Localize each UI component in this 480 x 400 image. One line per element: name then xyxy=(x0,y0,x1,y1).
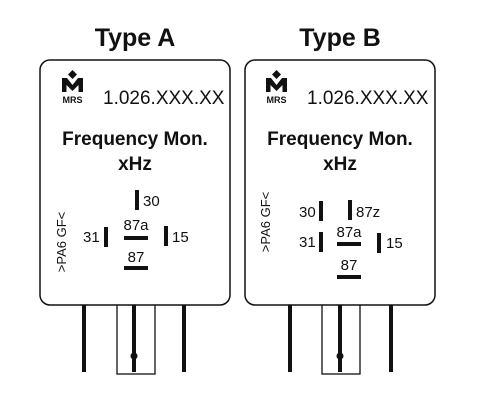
material-label: >PA6 GF< xyxy=(258,192,273,252)
mrs-logo-icon: MRS xyxy=(266,70,287,105)
function-line-2: xHz xyxy=(323,154,357,175)
pin-87-label: 87 xyxy=(128,249,145,266)
pin-layout: 30 31 87a 15 87 xyxy=(83,190,189,270)
pin-15-mark xyxy=(377,233,381,253)
pin-87-mark xyxy=(124,266,148,270)
relay-title: Type A xyxy=(95,24,176,52)
pin-87a-mark xyxy=(124,236,148,240)
pin-15-label: 15 xyxy=(172,229,189,246)
pin-layout: 30 87z 31 87a 15 87 xyxy=(299,200,403,279)
part-number: 1.026.XXX.XX xyxy=(307,88,429,109)
part-number: 1.026.XXX.XX xyxy=(103,88,225,109)
pin-87-label: 87 xyxy=(341,257,358,274)
pin-87z-mark xyxy=(348,200,352,220)
pin-87a-mark xyxy=(337,242,361,246)
function-line-1: Frequency Mon. xyxy=(62,129,208,150)
pin-30-label: 30 xyxy=(143,193,160,210)
terminal-pins xyxy=(288,301,393,375)
pin-30-mark xyxy=(319,201,323,221)
logo-text: MRS xyxy=(267,95,287,105)
pin-87-mark xyxy=(337,275,361,279)
pin-30-mark xyxy=(135,190,139,210)
pin-31-label: 31 xyxy=(83,229,100,246)
material-label: >PA6 GF< xyxy=(54,212,69,272)
function-line-2: xHz xyxy=(118,154,152,175)
terminal-pins xyxy=(82,301,186,375)
logo-text: MRS xyxy=(63,95,83,105)
pin-30-label: 30 xyxy=(299,204,316,221)
pin-87z-label: 87z xyxy=(356,204,380,221)
pin-15-label: 15 xyxy=(386,235,403,252)
relay-housing xyxy=(39,59,231,306)
relay-title: Type B xyxy=(299,24,381,52)
relay-type-b: Type B MRS 1.026.XXX.XX Frequency Mon. x… xyxy=(244,24,436,375)
pin-15-mark xyxy=(164,226,168,246)
pin-87a-label: 87a xyxy=(336,224,362,241)
pin-87a-label: 87a xyxy=(123,217,149,234)
pin-31-mark xyxy=(104,227,108,247)
pin-31-mark xyxy=(319,232,323,252)
relay-housing xyxy=(244,59,436,306)
relay-type-a: Type A MRS 1.026.XXX.XX Frequency Mon. x… xyxy=(39,24,231,375)
function-line-1: Frequency Mon. xyxy=(267,129,413,150)
pin-31-label: 31 xyxy=(299,234,316,251)
mrs-logo-icon: MRS xyxy=(62,70,83,105)
